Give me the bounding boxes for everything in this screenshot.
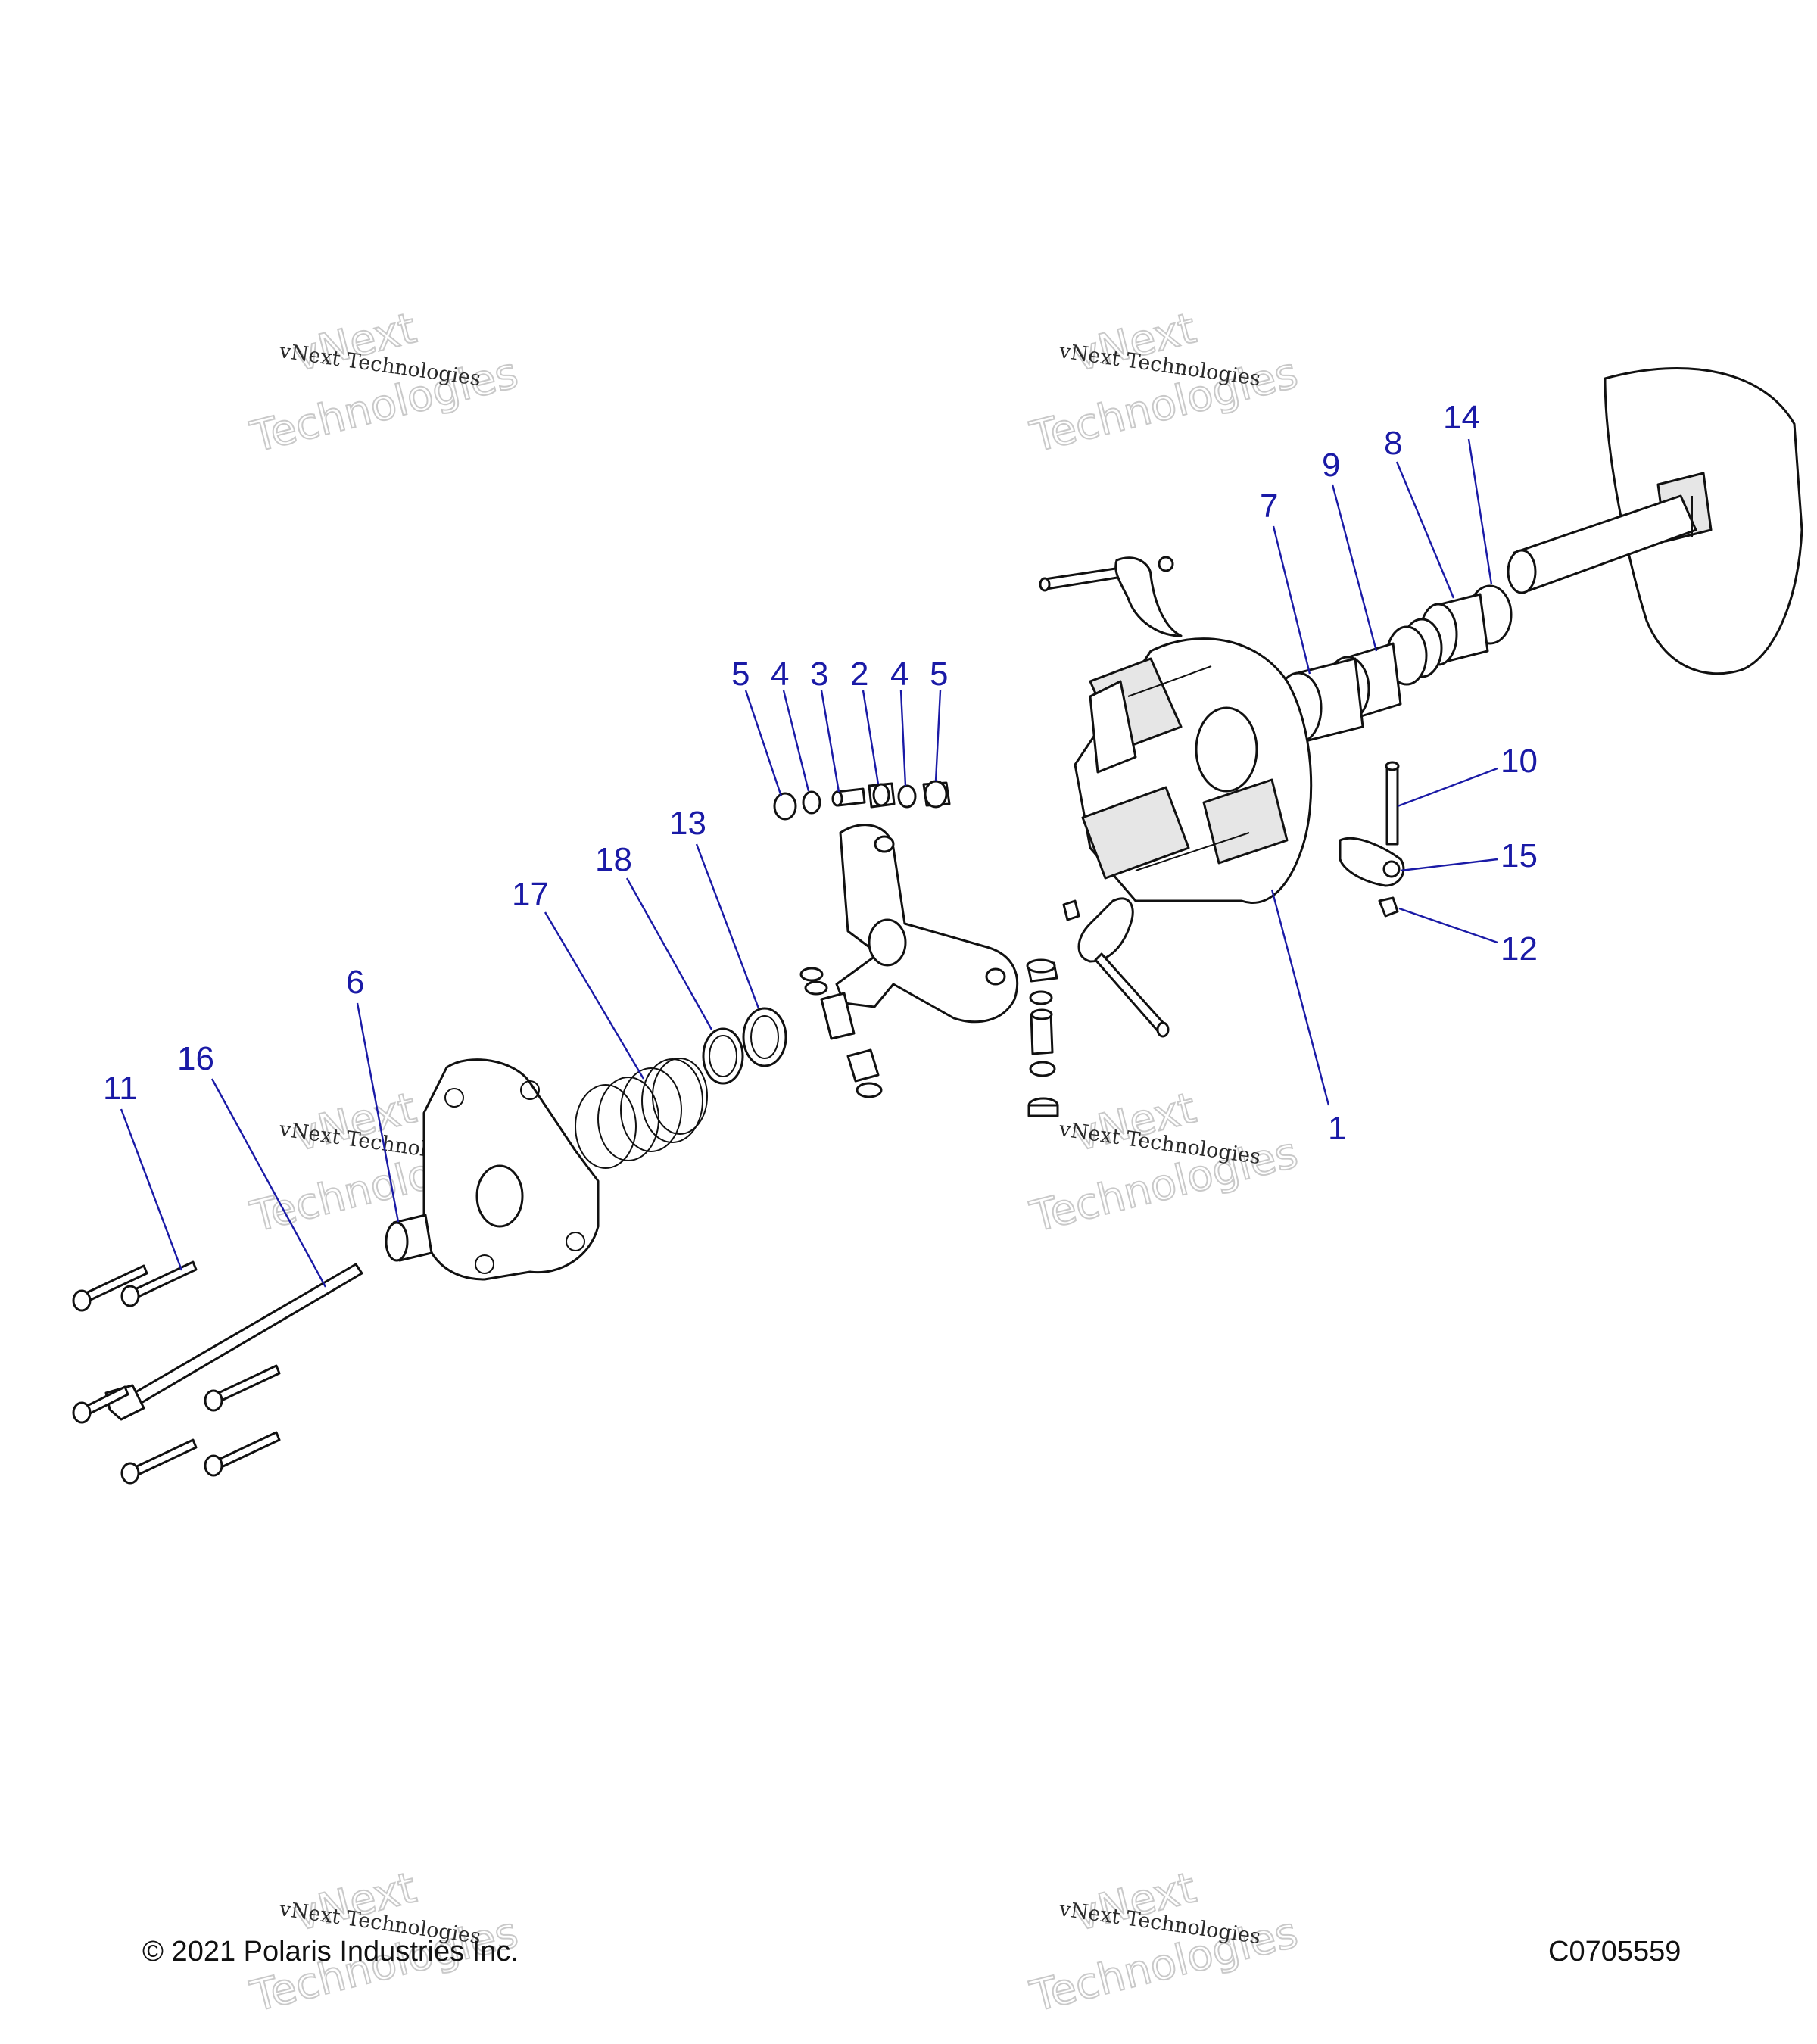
spider-rollers xyxy=(799,967,883,1098)
weight-bottom xyxy=(1062,897,1170,1038)
callout-10: 10 xyxy=(1501,743,1538,780)
callout-4-left: 4 xyxy=(771,656,789,693)
copyright-text: © 2021 Polaris Industries Inc. xyxy=(142,1936,519,1968)
spring-17 xyxy=(575,1058,708,1169)
callout-9: 9 xyxy=(1322,447,1340,484)
callout-4-right: 4 xyxy=(890,656,908,693)
bushing-8 xyxy=(1385,593,1489,686)
callout-1: 1 xyxy=(1328,1110,1346,1147)
callout-3: 3 xyxy=(810,656,828,693)
weight-pin-10 xyxy=(1385,761,1400,846)
pin-3 xyxy=(831,787,866,807)
washer-left-4 xyxy=(802,790,821,815)
callout-15: 15 xyxy=(1501,837,1538,874)
cap-right-5 xyxy=(922,780,951,809)
callout-13: 13 xyxy=(669,805,706,842)
weight-top xyxy=(1039,556,1183,637)
roller-stack xyxy=(1026,958,1059,1117)
retainer-ring-13 xyxy=(742,1007,787,1067)
cover-bolts-11 xyxy=(72,1260,281,1485)
shift-weight-15 xyxy=(1339,837,1405,887)
callout-17: 17 xyxy=(512,876,549,913)
leader-lines xyxy=(120,438,1498,1288)
callout-11: 11 xyxy=(103,1070,138,1107)
callout-12: 12 xyxy=(1501,930,1538,967)
cap-left-5 xyxy=(773,792,797,821)
moveable-sheave xyxy=(1074,637,1313,904)
callout-2: 2 xyxy=(850,656,868,693)
bushing-6 xyxy=(385,1214,433,1262)
fixed-sheave xyxy=(1507,367,1803,675)
callout-14: 14 xyxy=(1443,399,1480,436)
roller-2 xyxy=(868,782,896,809)
callout-6: 6 xyxy=(346,964,364,1001)
nut-12 xyxy=(1378,896,1399,918)
cover-plate xyxy=(422,1058,600,1281)
callout-7: 7 xyxy=(1260,488,1278,525)
washer-right-4 xyxy=(897,784,917,809)
callout-labels: 5 4 3 2 4 5 13 18 17 6 16 11 7 9 8 14 10… xyxy=(103,399,1538,1147)
callout-5-right: 5 xyxy=(930,656,948,693)
spider xyxy=(835,824,1019,1024)
callout-8: 8 xyxy=(1384,425,1402,462)
callout-16: 16 xyxy=(177,1040,214,1077)
callout-18: 18 xyxy=(595,841,632,878)
callout-5-left: 5 xyxy=(731,656,750,693)
drawing-number: C0705559 xyxy=(1548,1936,1681,1968)
